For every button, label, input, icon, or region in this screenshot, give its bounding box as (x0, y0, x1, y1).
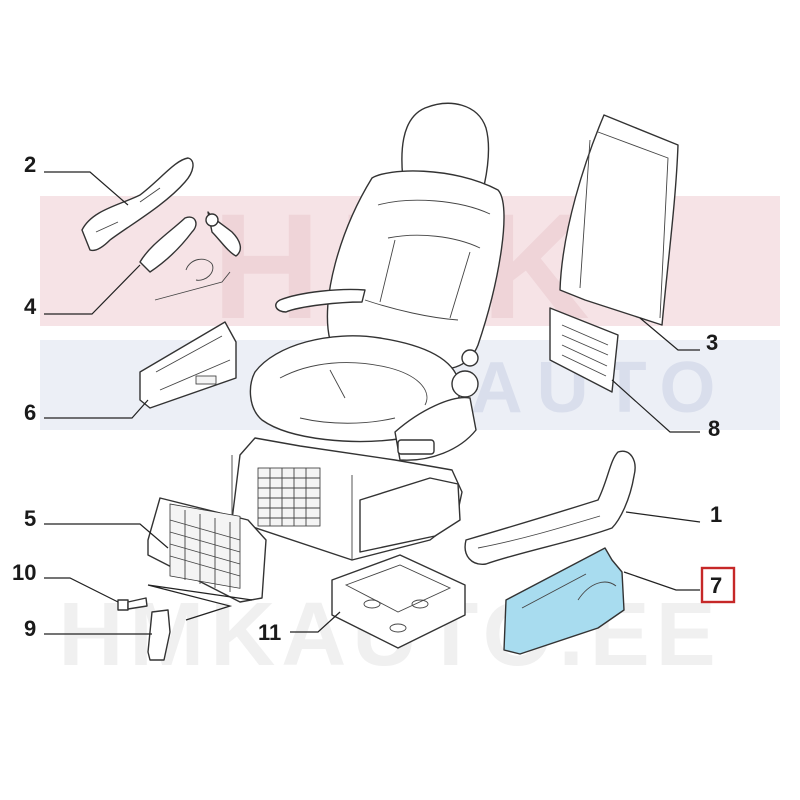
part-2-holes (95, 187, 161, 233)
callout-4: 4 (24, 294, 37, 319)
part-6-side-cover (139, 321, 237, 409)
part-3-backrest-cover (559, 114, 679, 326)
callout-9: 9 (24, 616, 36, 641)
seat-backrest (326, 170, 505, 370)
cushion-panel-lines (279, 362, 428, 424)
callout-10: 10 (12, 560, 36, 585)
part-1-edge (477, 515, 601, 549)
callout-11: 11 (258, 620, 281, 645)
callout-1: 1 (710, 502, 722, 527)
callout-2: 2 (24, 152, 36, 177)
callout-6: 6 (24, 400, 36, 425)
seat-recline-knob (451, 370, 479, 398)
seat-armrest (275, 288, 366, 313)
part-10-bolt (117, 597, 148, 611)
callout-numbers: 2 4 6 5 10 9 11 3 8 1 7 (12, 152, 736, 645)
part-3-edges (579, 131, 669, 319)
callout-7: 7 (710, 573, 722, 598)
part-11-tray (331, 554, 466, 649)
seat-base-grille (257, 467, 321, 527)
part-5-base-grille (147, 497, 267, 603)
part-7-edges (521, 573, 617, 609)
callout-5: 5 (24, 506, 36, 531)
callout-3: 3 (706, 330, 718, 355)
callout-8: 8 (708, 416, 720, 441)
part-9-clip (147, 609, 171, 661)
part-1-side-trim (464, 450, 636, 565)
backrest-panel-lines (364, 199, 491, 321)
leader-lines (44, 171, 701, 635)
part-7-side-shield (503, 547, 625, 655)
seat-assembly (231, 102, 505, 561)
part-4-lever-assembly (139, 211, 242, 301)
part-8-rear-grille (549, 307, 619, 393)
seat-knob-upper (461, 349, 479, 367)
part-2-trim (81, 157, 194, 252)
callout-7-highlight-box (700, 566, 736, 604)
seat-lever (397, 439, 435, 455)
seat-base-cover (359, 477, 461, 553)
base-edges (231, 455, 353, 560)
